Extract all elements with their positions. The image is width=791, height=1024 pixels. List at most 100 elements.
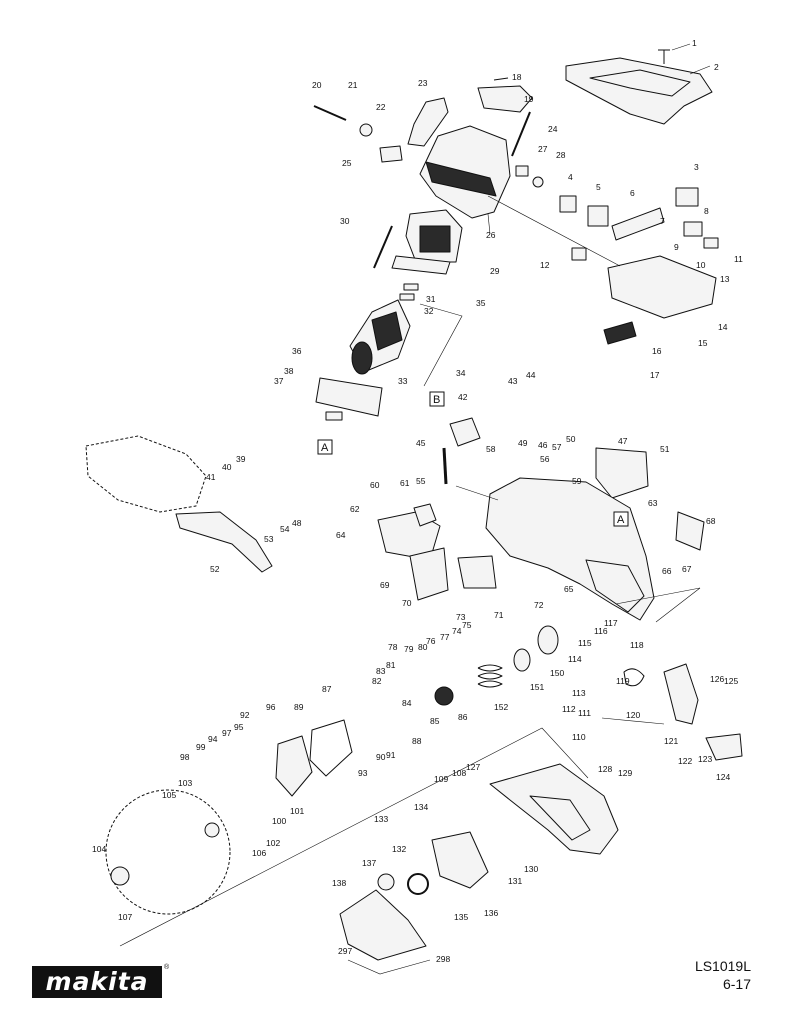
- callout-47: 47: [618, 436, 628, 446]
- callout-1: 1: [692, 38, 697, 48]
- callout-64: 64: [336, 530, 346, 540]
- callout-109: 109: [434, 774, 448, 784]
- callout-60: 60: [370, 480, 380, 490]
- callout-65: 65: [564, 584, 574, 594]
- callout-38: 38: [284, 366, 294, 376]
- callout-97: 97: [222, 728, 232, 738]
- callout-6: 6: [630, 188, 635, 198]
- part-152-spring: [477, 664, 503, 688]
- callout-150: 150: [550, 668, 564, 678]
- callout-44: 44: [526, 370, 536, 380]
- section-box-b: [429, 391, 445, 407]
- callout-137: 137: [362, 858, 376, 868]
- part-33-fan: [351, 341, 373, 375]
- callout-69: 69: [380, 580, 390, 590]
- part-104-washer: [110, 866, 130, 886]
- callout-80: 80: [418, 642, 428, 652]
- callout-104: 104: [92, 844, 106, 854]
- callout-110: 110: [572, 732, 586, 742]
- callout-10: 10: [696, 260, 706, 270]
- page-number: 6-17: [722, 976, 751, 992]
- callout-135: 135: [454, 912, 468, 922]
- callout-9: 9: [674, 242, 679, 252]
- callout-151: 151: [530, 682, 544, 692]
- callout-5: 5: [596, 182, 601, 192]
- callout-59: 59: [572, 476, 582, 486]
- part-129-guard-slot: [529, 795, 591, 841]
- part-26-housing-dark-band: [425, 161, 497, 197]
- callout-62: 62: [350, 504, 360, 514]
- part-22-ring: [359, 123, 373, 137]
- callout-115: 115: [578, 638, 592, 648]
- callout-36: 36: [292, 346, 302, 356]
- callout-118: 118: [630, 640, 644, 650]
- leader-55: [455, 485, 499, 501]
- part-20-pin: [313, 105, 347, 121]
- callout-152: 152: [494, 702, 508, 712]
- callout-14: 14: [718, 322, 728, 332]
- callout-98: 98: [180, 752, 190, 762]
- callout-21: 21: [348, 80, 358, 90]
- part-71-plate: [457, 555, 497, 589]
- part-3-switch: [675, 187, 699, 207]
- part-35-baffle: [391, 255, 451, 275]
- callout-84: 84: [402, 698, 412, 708]
- callout-43: 43: [508, 376, 518, 386]
- part-122-lever: [663, 663, 699, 725]
- callout-15: 15: [698, 338, 708, 348]
- part-151-sleeve: [513, 648, 531, 672]
- callout-52: 52: [210, 564, 220, 574]
- callout-29: 29: [490, 266, 500, 276]
- part-28-washer: [532, 176, 544, 188]
- callout-37: 37: [274, 376, 284, 386]
- part-31-brush: [403, 283, 419, 291]
- brand-wordmark: makita: [32, 966, 162, 998]
- callout-54: 54: [280, 524, 290, 534]
- callout-46: 46: [538, 440, 548, 450]
- callout-123: 123: [698, 754, 712, 764]
- callout-128: 128: [598, 764, 612, 774]
- part-5-block: [587, 205, 609, 227]
- leader-right-cluster: [601, 717, 665, 725]
- callout-101: 101: [290, 806, 304, 816]
- callout-57: 57: [552, 442, 562, 452]
- section-letter-a-2: A: [617, 514, 625, 526]
- callout-25: 25: [342, 158, 352, 168]
- callout-49: 49: [518, 438, 528, 448]
- callout-7: 7: [660, 216, 665, 226]
- section-letter-a-1: A: [321, 442, 329, 454]
- part-34-winding: [371, 311, 403, 351]
- callout-39: 39: [236, 454, 246, 464]
- callout-83: 83: [376, 666, 386, 676]
- callout-121: 121: [664, 736, 678, 746]
- callout-75: 75: [462, 620, 472, 630]
- callout-79: 79: [404, 644, 414, 654]
- part-124-guard-arm: [705, 733, 743, 761]
- callout-56: 56: [540, 454, 550, 464]
- callout-18: 18: [512, 72, 522, 82]
- part-37-pad: [325, 411, 343, 421]
- leader-guard-cluster: [347, 959, 431, 975]
- callout-92: 92: [240, 710, 250, 720]
- callout-105: 105: [162, 790, 176, 800]
- callout-77: 77: [440, 632, 450, 642]
- callout-119: 119: [616, 676, 630, 686]
- part-42-bracket: [449, 417, 481, 447]
- callout-63: 63: [648, 498, 658, 508]
- callout-116: 116: [594, 626, 608, 636]
- callout-27: 27: [538, 144, 548, 154]
- callout-30: 30: [340, 216, 350, 226]
- part-2-inner-detail: [589, 69, 691, 97]
- callout-41: 41: [206, 472, 216, 482]
- callout-113: 113: [572, 688, 586, 698]
- callout-34: 34: [456, 368, 466, 378]
- part-2-housing-cover: [565, 57, 713, 125]
- section-box-a-2: [613, 511, 629, 527]
- callout-86: 86: [458, 712, 468, 722]
- callout-78: 78: [388, 642, 398, 652]
- section-letter-b: B: [433, 394, 440, 406]
- callout-11: 11: [734, 254, 743, 264]
- callout-40: 40: [222, 462, 232, 472]
- part-118-cable: [623, 668, 645, 687]
